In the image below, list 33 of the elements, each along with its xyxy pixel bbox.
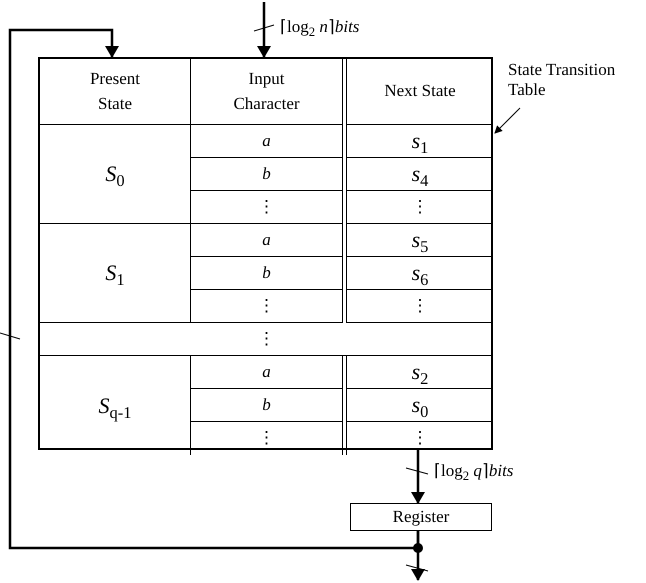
table-cell: ⋮	[346, 422, 493, 455]
arrow	[411, 450, 425, 504]
table-cell: ⋮	[191, 191, 343, 224]
table-cell: Input Character	[191, 59, 343, 125]
arrow	[8, 28, 420, 550]
table-cell: S$_{0}$	[40, 125, 191, 224]
edge-label: ⌈log$_{2}$ n⌉bits	[280, 17, 360, 38]
table-cell: a	[191, 224, 343, 257]
table-cell: S$_{1}$	[40, 224, 191, 323]
table-cell: b	[191, 158, 343, 191]
arrow	[257, 2, 271, 58]
register-box: Register	[350, 503, 492, 531]
table-cell: Next State	[346, 59, 493, 125]
table-cell: s$_{4}$	[346, 158, 493, 191]
edge-label: ⌈log$_{2}$ q⌉bits	[434, 461, 514, 482]
table-cell: S$_{q-1}$	[40, 356, 191, 455]
table-cell: b	[191, 257, 343, 290]
table-cell: ⋮	[40, 323, 493, 356]
table-cell: s$_{0}$	[346, 389, 493, 422]
table-cell: a	[191, 356, 343, 389]
leader-line	[494, 108, 520, 134]
table-cell: s$_{2}$	[346, 356, 493, 389]
table-cell: s$_{1}$	[346, 125, 493, 158]
table-cell: s$_{6}$	[346, 257, 493, 290]
table-title: State Transition Table	[508, 60, 636, 104]
table-cell: ⋮	[191, 290, 343, 323]
table-cell: ⋮	[191, 422, 343, 455]
table-cell: b	[191, 389, 343, 422]
table-cell: s$_{5}$	[346, 224, 493, 257]
table-cell: ⋮	[346, 191, 493, 224]
table-cell: a	[191, 125, 343, 158]
table-cell: ⋮	[346, 290, 493, 323]
table-cell: Present State	[40, 59, 191, 125]
